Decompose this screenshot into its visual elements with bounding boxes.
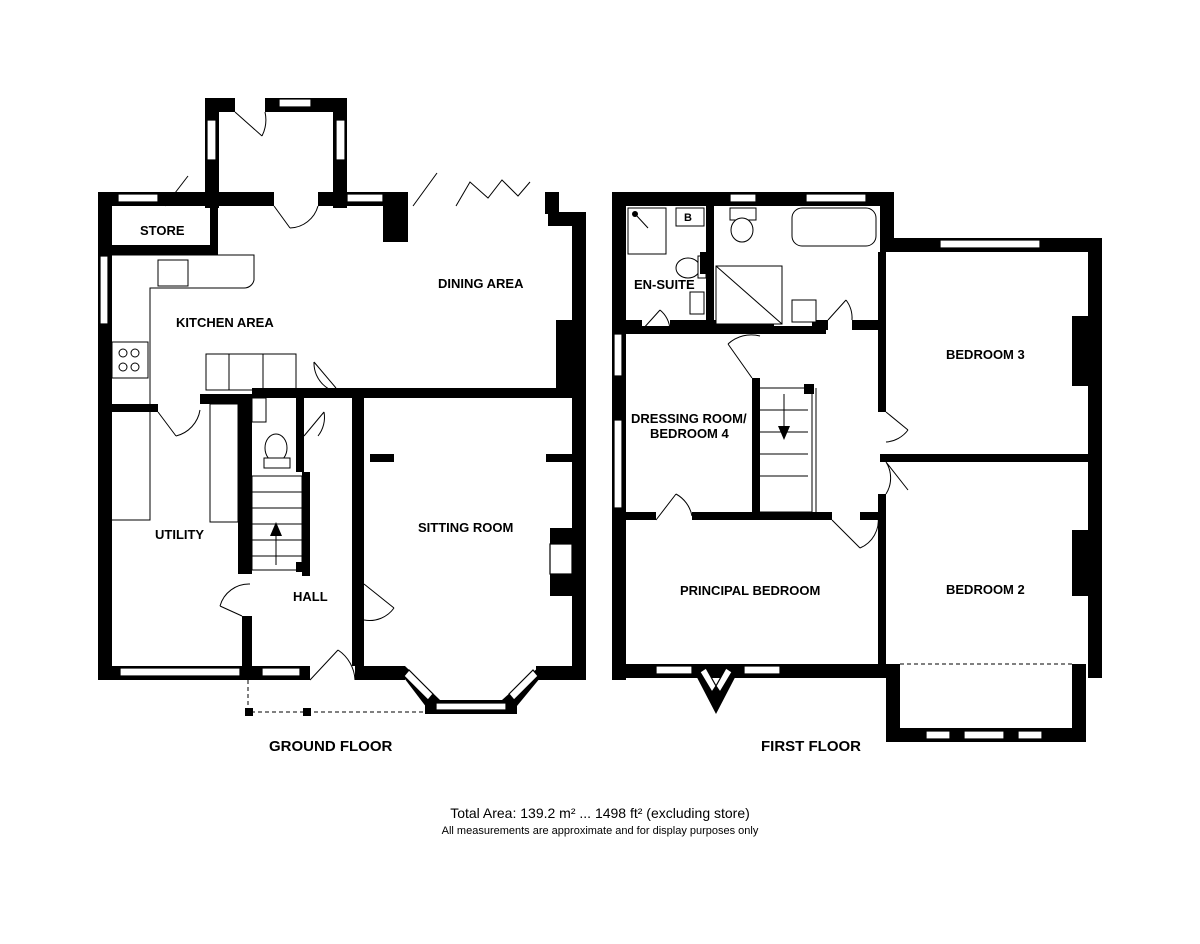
stairs-arrow-down-icon [778, 426, 790, 440]
room-label-utility: UTILITY [155, 527, 204, 542]
room-label-bedroom3: BEDROOM 3 [946, 347, 1025, 362]
room-label-dressing-2: BEDROOM 4 [650, 426, 730, 441]
room-label-bedroom2: BEDROOM 2 [946, 582, 1025, 597]
boiler-label: B [684, 212, 692, 224]
floor-label-ground: GROUND FLOOR [269, 738, 392, 755]
room-label-dressing-1: DRESSING ROOM/ [631, 411, 747, 426]
room-label-hall: HALL [293, 589, 328, 604]
room-label-kitchen: KITCHEN AREA [176, 315, 274, 330]
first-floor-plan [612, 192, 1102, 742]
room-label-dining: DINING AREA [438, 276, 524, 291]
disclaimer: All measurements are approximate and for… [442, 825, 759, 837]
room-label-sitting: SITTING ROOM [418, 520, 513, 535]
stairs-arrow-up-icon [270, 522, 282, 536]
room-label-principal: PRINCIPAL BEDROOM [680, 583, 820, 598]
room-label-store: STORE [140, 223, 185, 238]
total-area: Total Area: 139.2 m² ... 1498 ft² (exclu… [450, 805, 750, 821]
room-label-ensuite: EN-SUITE [634, 277, 695, 292]
ground-floor-plan [98, 98, 586, 716]
floor-label-first: FIRST FLOOR [761, 738, 861, 755]
